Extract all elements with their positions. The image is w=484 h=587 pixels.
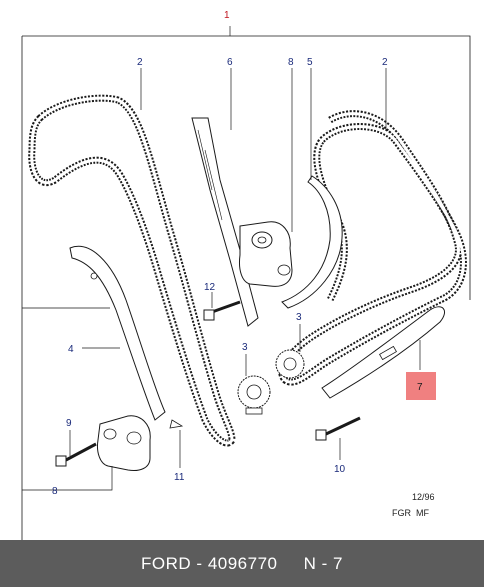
callout-2-right[interactable]: 2 xyxy=(382,57,388,68)
callout-3-lower[interactable]: 3 xyxy=(242,342,248,353)
callout-12[interactable]: 12 xyxy=(204,282,216,293)
stamp-code: FGR MF xyxy=(392,508,429,518)
pin-11 xyxy=(169,419,184,429)
callout-5[interactable]: 5 xyxy=(307,57,313,68)
callout-11[interactable]: 11 xyxy=(174,472,185,483)
chain-guide-rail xyxy=(191,117,259,327)
leader-lines xyxy=(58,26,421,491)
left-timing-chain xyxy=(28,94,236,447)
parts-diagram: 1 2 6 8 5 2 12 3 4 3 7 9 11 10 8 12/96 F… xyxy=(21,10,471,540)
guide-pivot xyxy=(90,272,98,280)
bolt-12 xyxy=(203,300,241,321)
footer-text: FORD - 4096770 N - 7 xyxy=(141,553,343,573)
guide-rail-detail xyxy=(197,129,223,221)
frame-outline xyxy=(21,35,471,540)
crank-sprocket xyxy=(237,375,271,415)
callout-9[interactable]: 9 xyxy=(66,418,72,429)
bolt-9 xyxy=(55,442,97,467)
stamp-date: 12/96 xyxy=(412,492,435,502)
callout-6[interactable]: 6 xyxy=(227,57,233,68)
part-number-footer: FORD - 4096770 N - 7 xyxy=(0,540,484,587)
callout-10[interactable]: 10 xyxy=(334,464,346,475)
lower-chain-tensioner xyxy=(97,415,151,471)
callout-8-bottom[interactable]: 8 xyxy=(52,486,58,497)
callout-2-left[interactable]: 2 xyxy=(137,57,143,68)
right-timing-chain xyxy=(278,110,467,386)
bolt-10 xyxy=(315,416,361,441)
callout-1[interactable]: 1 xyxy=(224,10,230,21)
callout-4[interactable]: 4 xyxy=(68,344,74,355)
upper-tensioner-arm xyxy=(281,175,343,309)
callout-3-upper[interactable]: 3 xyxy=(296,312,302,323)
callout-8-top[interactable]: 8 xyxy=(288,57,294,68)
intermediate-sprocket xyxy=(275,349,305,379)
highlight-box-7 xyxy=(406,372,436,400)
callout-7[interactable]: 7 xyxy=(417,382,423,393)
upper-chain-tensioner xyxy=(239,221,293,287)
guide-bolt-slot xyxy=(379,345,397,361)
left-tensioner-guide xyxy=(69,245,166,421)
